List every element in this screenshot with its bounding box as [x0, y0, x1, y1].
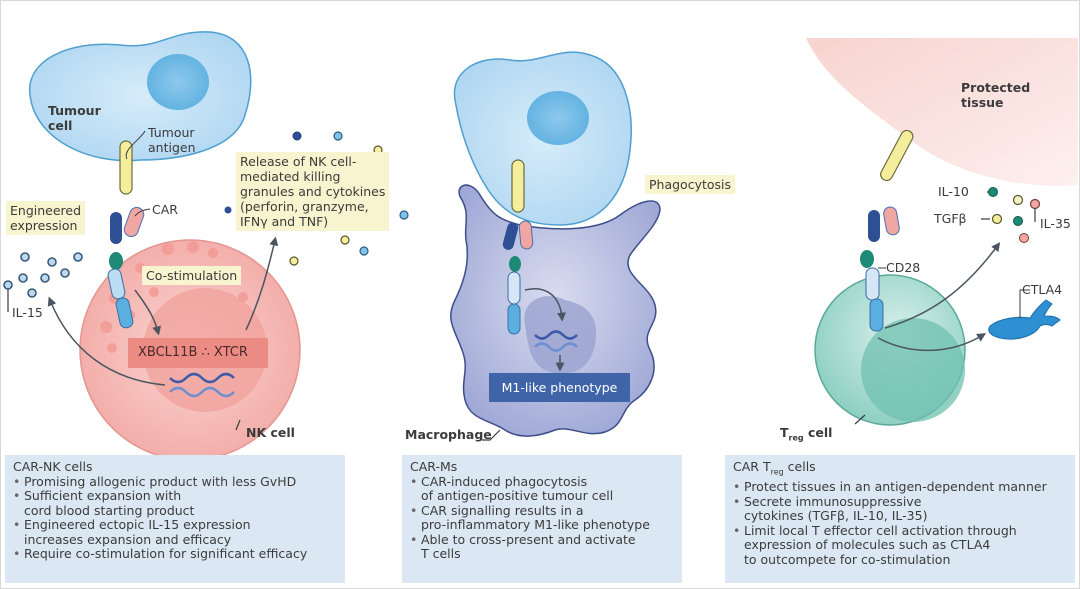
summary-panel-car-treg: CAR Treg cells Protect tissues in an ant…: [725, 455, 1075, 583]
summary-bullet: Limit local T effector cell activation t…: [733, 523, 1067, 568]
ctla4-shape: [988, 299, 1061, 340]
summary-bullets: Protect tissues in an antigen-dependent …: [733, 479, 1067, 568]
summary-bullet: Require co-stimulation for significant e…: [13, 546, 337, 562]
treg-cell-label-suffix: cell: [803, 425, 833, 440]
macrophage-nucleus: [524, 296, 597, 374]
summary-title: CAR Treg cells: [733, 459, 1067, 480]
costimulation-label: Co-stimulation: [142, 266, 242, 285]
tumour-nucleus-2: [527, 91, 589, 145]
summary-bullet: Able to cross-present and activate T cel…: [410, 532, 674, 562]
tumour-antigen-2: [511, 159, 525, 213]
treg-nucleus: [861, 318, 965, 422]
treg-cell-label-sub: reg: [788, 433, 804, 443]
summary-bullet: Promising allogenic product with less Gv…: [13, 474, 337, 490]
macrophage-label: Macrophage: [405, 427, 492, 442]
phenotype-box: [489, 373, 630, 402]
cd28-label: CD28: [886, 260, 921, 275]
gene-box: [128, 338, 268, 368]
summary-bullet: Engineered ectopic IL-15 expression incr…: [13, 517, 337, 547]
summary-bullet: CAR-induced phagocytosis of antigen-posi…: [410, 474, 674, 504]
dna-icon-m: [534, 330, 578, 352]
tumour-antigen: [119, 140, 133, 195]
engineered-expression-label: Engineered expression: [6, 201, 86, 235]
car-label: CAR: [152, 202, 178, 217]
tissue-antigen: [880, 129, 914, 182]
car-receptor-nk: [110, 212, 122, 244]
protected-tissue-shape: [806, 38, 1078, 186]
tumour-cell-label: Tumour cell: [48, 103, 101, 133]
summary-panel-car-m: CAR-Ms CAR-induced phagocytosis of antig…: [402, 455, 682, 583]
summary-bullet: CAR signalling results in a pro-inflamma…: [410, 503, 674, 533]
nk-cell-label: NK cell: [246, 425, 295, 440]
tumour-cell-shape: [29, 31, 252, 162]
car-receptor-m: [502, 222, 519, 250]
treg-cell-label: Treg cell: [780, 425, 832, 446]
tumour-antigen-label: Tumour antigen: [148, 125, 196, 155]
summary-bullets: Promising allogenic product with less Gv…: [13, 474, 337, 562]
phenotype-label: M1-like phenotype: [501, 380, 618, 395]
protected-tissue-label: Protected tissue: [961, 80, 1031, 110]
il10-label: IL-10: [938, 184, 969, 199]
release-label: Release of NK cell- mediated killing gra…: [236, 152, 390, 231]
summary-bullet: Secrete immunosuppressive cytokines (TGF…: [733, 494, 1067, 524]
gene-box-label: XBCL11B ∴ XTCR: [138, 345, 248, 360]
summary-title-sub: reg: [770, 467, 784, 477]
tumour-nucleus: [147, 54, 209, 110]
summary-title: CAR-Ms: [410, 459, 458, 474]
ctla4-label: CTLA4: [1022, 282, 1063, 297]
summary-panel-car-nk: CAR-NK cells Promising allogenic product…: [5, 455, 345, 583]
summary-title: CAR-NK cells: [13, 459, 93, 474]
il15-label: IL-15: [12, 305, 43, 320]
summary-bullet: Protect tissues in an antigen-dependent …: [733, 479, 1067, 495]
summary-bullet: Sufficient expansion with cord blood sta…: [13, 488, 337, 518]
summary-title-main: CAR T: [733, 459, 771, 474]
summary-bullets: CAR-induced phagocytosis of antigen-posi…: [410, 474, 674, 562]
car-receptor-treg: [868, 210, 880, 242]
tgfb-label: TGFβ: [934, 211, 967, 226]
dna-icon-nk: [169, 372, 235, 398]
treg-cell-label-main: T: [780, 425, 789, 440]
phagocytosis-label: Phagocytosis: [645, 175, 736, 194]
il35-label: IL-35: [1040, 216, 1071, 231]
summary-title-suffix: cells: [783, 459, 816, 474]
il15-molecules: [3, 252, 83, 298]
